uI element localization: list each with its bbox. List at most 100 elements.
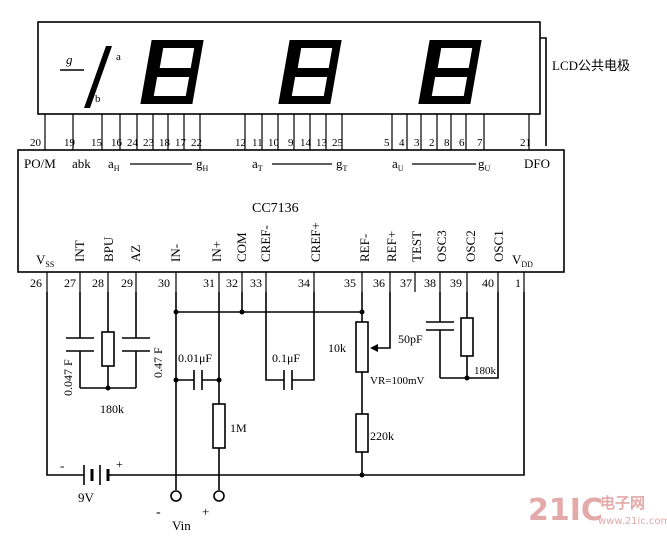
pin-label-bpu: BPU: [101, 236, 116, 262]
battery: [83, 465, 112, 485]
pin-label-au: aU: [392, 156, 404, 173]
top-pin-number: 3: [414, 137, 420, 149]
top-pin-number: 11: [252, 137, 263, 149]
top-pin-number: 18: [159, 137, 171, 149]
pin-label-ah: aH: [108, 156, 120, 173]
capacitor-osc: [426, 321, 454, 331]
lcd-outline: [37, 21, 541, 115]
vin-minus-terminal: [170, 490, 182, 502]
bottom-pin-number: 28: [92, 276, 104, 290]
top-pin-number: 24: [127, 137, 139, 149]
pin-label-gt: gT: [336, 156, 348, 173]
top-pin-number: 4: [399, 137, 405, 149]
top-pin-number: 23: [143, 137, 155, 149]
top-pin-number: 8: [444, 137, 450, 149]
pin-label-vdd: VDD: [512, 252, 533, 269]
battery-label: 9V: [78, 490, 95, 505]
top-pin-number: 16: [111, 137, 123, 149]
pin-label-ref-plus: REF+: [384, 231, 399, 262]
bottom-pin-number: 37: [400, 276, 412, 290]
pin-label-test: TEST: [409, 231, 424, 262]
lcd-g-label: g: [66, 52, 73, 67]
pin-label-osc3: OSC3: [434, 230, 449, 262]
top-pin-number: 15: [91, 137, 103, 149]
cap-ref-label: 0.1μF: [272, 351, 300, 365]
capacitor-in: [193, 370, 203, 390]
bottom-pin-number: 34: [298, 276, 310, 290]
top-pin-numbers: 20 19 15 16 24 23 18 17 22 12 11 10 9 14…: [30, 137, 531, 149]
pin-label-abk: abk: [72, 156, 91, 171]
top-pin-leads: [44, 114, 530, 150]
top-pin-number: 21: [520, 137, 531, 149]
resistor-bpu: [101, 331, 115, 367]
pin-label-ref-minus: REF-: [357, 234, 372, 262]
bottom-pin-number: 32: [226, 276, 238, 290]
junctions: [105, 309, 470, 478]
pin-label-osc2: OSC2: [463, 230, 478, 262]
top-pin-number: 13: [316, 137, 328, 149]
bottom-pin-number: 31: [203, 276, 215, 290]
cap-int-label: 0.047 F: [61, 359, 75, 396]
r-osc-label: 180k: [474, 365, 497, 377]
cap-az-label: 0.47 F: [151, 347, 165, 378]
capacitor-az: [122, 337, 150, 352]
pin-label-az: AZ: [128, 245, 143, 262]
r-ref-label: 220k: [370, 429, 394, 443]
lcd-one-segment: [84, 46, 112, 108]
resistor-in: [212, 403, 226, 449]
potentiometer: [355, 321, 369, 373]
pot-wiper-arrow: [370, 344, 378, 352]
lcd-display: g a b LCD公共电极: [37, 21, 630, 146]
bottom-pin-leads: [46, 272, 525, 292]
bottom-pin-number: 40: [482, 276, 494, 290]
pin-label-osc1: OSC1: [491, 230, 506, 262]
bottom-pin-number: 39: [450, 276, 462, 290]
bottom-pin-number: 35: [344, 276, 356, 290]
watermark: 21IC 电子网 www.21ic.com: [528, 493, 667, 528]
top-pin-number: 5: [384, 137, 390, 149]
r-in-label: 1M: [230, 421, 247, 435]
bottom-pin-number: 36: [373, 276, 385, 290]
pin-label-cref-plus: CREF+: [308, 222, 323, 262]
ic-top-labels: PO/M abk aH gH aT gT aU gU DFO: [24, 156, 550, 173]
battery-plus: +: [116, 457, 123, 471]
bottom-pin-number: 30: [158, 276, 170, 290]
pin-label-com: COM: [234, 232, 249, 262]
pin-label-at: aT: [252, 156, 263, 173]
lcd-common-lead: [540, 37, 547, 146]
lcd-b-label: b: [95, 93, 101, 105]
r-bpu-label: 180k: [100, 402, 124, 416]
bottom-pin-number: 33: [250, 276, 262, 290]
pin-label-pom: PO/M: [24, 156, 56, 171]
pin-label-in-plus: IN+: [209, 241, 224, 262]
cap-osc-label: 50pF: [398, 332, 423, 346]
top-pin-number: 6: [459, 137, 465, 149]
watermark-url: www.21ic.com: [598, 516, 667, 527]
bottom-pin-number: 1: [515, 276, 521, 290]
watermark-cn: 电子网: [600, 494, 645, 512]
top-pin-number: 2: [429, 137, 435, 149]
top-pin-number: 25: [332, 137, 344, 149]
lcd-digit-hundreds: [140, 40, 204, 104]
pin-label-gh: gH: [196, 156, 209, 173]
top-pin-number: 17: [175, 137, 187, 149]
vin-label: Vin: [172, 518, 191, 533]
pin-label-vss: VSS: [36, 252, 54, 269]
lcd-common-label: LCD公共电极: [552, 58, 630, 73]
vin-plus-label: +: [202, 504, 209, 519]
resistor-ref: [355, 413, 369, 453]
top-pin-number: 12: [235, 137, 246, 149]
ic-name: CC7136: [252, 201, 299, 216]
top-pin-number: 19: [64, 137, 76, 149]
resistor-osc: [460, 317, 474, 357]
top-pin-number: 10: [268, 137, 280, 149]
top-pin-number: 14: [300, 137, 312, 149]
top-pin-number: 22: [191, 137, 202, 149]
vin-plus-terminal: [213, 490, 225, 502]
lcd-a-label: a: [116, 51, 121, 63]
bottom-pin-number: 38: [424, 276, 436, 290]
pin-label-int: INT: [72, 240, 87, 262]
cap-in-label: 0.01μF: [178, 351, 212, 365]
vin-minus-label: -: [156, 505, 161, 520]
bottom-pin-numbers: 26 27 28 29 30 31 32 33 34 35 36 37 38 3…: [30, 276, 521, 290]
